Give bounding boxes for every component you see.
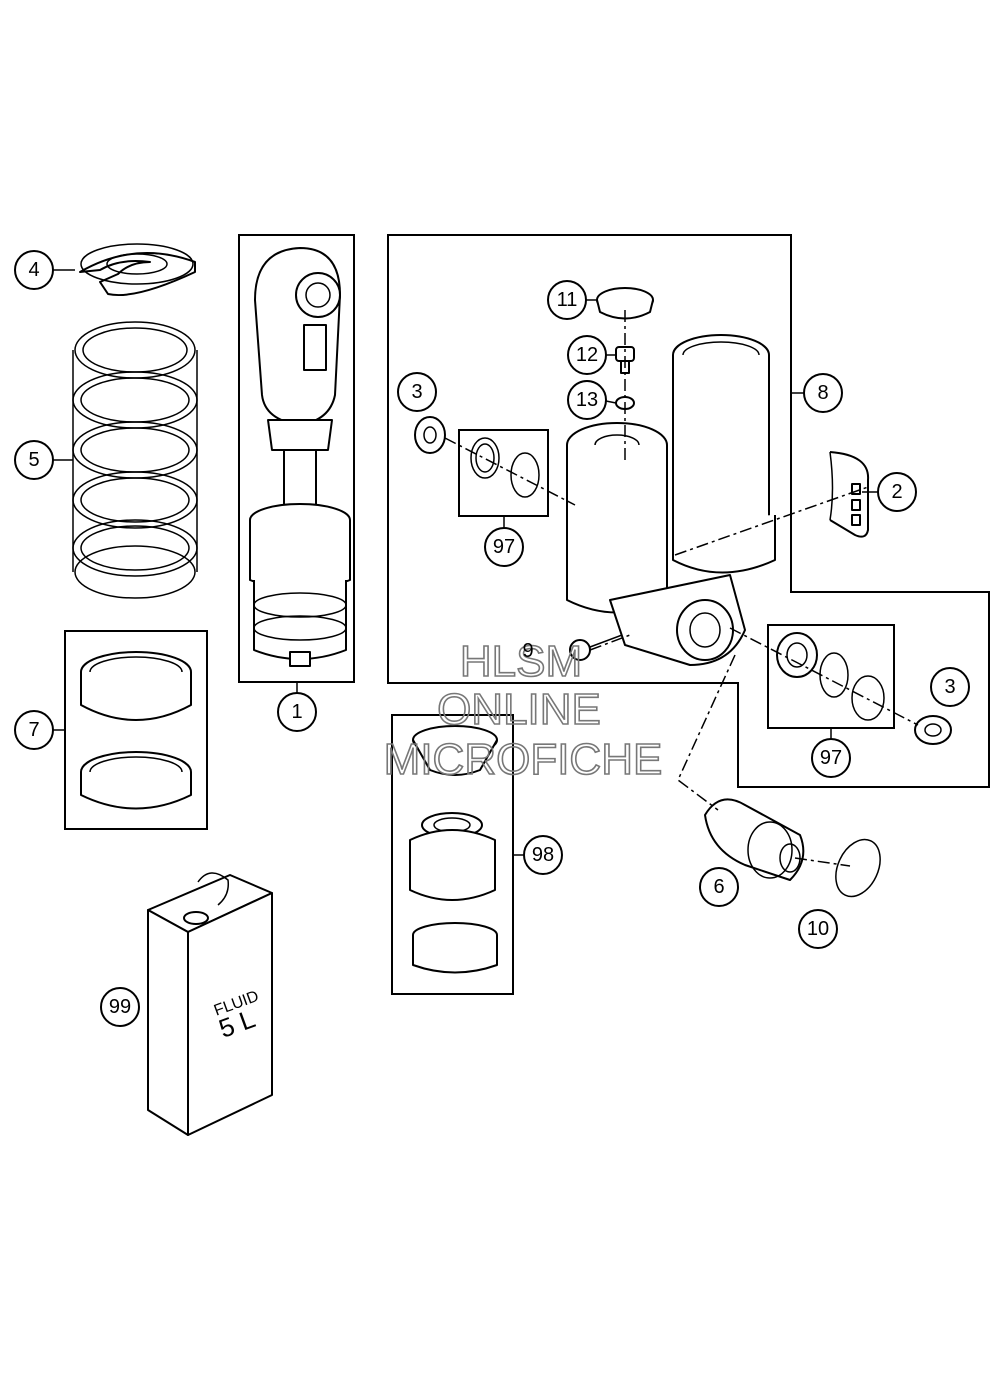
coil-spring-part-5	[72, 321, 198, 599]
svg-text:3: 3	[411, 381, 422, 403]
svg-text:99: 99	[109, 996, 131, 1018]
bearing-part-97-right	[776, 632, 885, 721]
callout-97-right: 97	[811, 738, 851, 778]
callout-3-left: 3	[397, 372, 437, 412]
spring-retainer-part-4	[79, 243, 196, 297]
svg-text:2: 2	[891, 481, 902, 503]
callout-99: 99	[100, 987, 140, 1027]
callout-12: 12	[567, 335, 607, 375]
callout-97-left: 97	[484, 527, 524, 567]
svg-text:98: 98	[532, 844, 554, 866]
svg-text:13: 13	[576, 389, 598, 411]
o-ring-part-10	[835, 838, 881, 898]
dash-line-10	[794, 857, 851, 867]
callout-10: 10	[798, 909, 838, 949]
fluid-can-part-99	[147, 872, 273, 1136]
svg-text:9: 9	[522, 640, 533, 662]
svg-text:1: 1	[291, 701, 302, 723]
callout-6: 6	[699, 867, 739, 907]
callout-2: 2	[877, 472, 917, 512]
callout-4: 4	[14, 250, 54, 290]
svg-text:8: 8	[817, 382, 828, 404]
dash-line-2	[674, 486, 869, 556]
dash-line-9	[589, 634, 631, 651]
callout-3-right: 3	[930, 667, 970, 707]
svg-text:10: 10	[807, 918, 829, 940]
svg-text:12: 12	[576, 344, 598, 366]
svg-text:4: 4	[28, 259, 39, 281]
bump-stop-kit-part-98	[409, 725, 498, 974]
group-box-97-left	[458, 429, 549, 517]
shock-damper-part-1	[249, 247, 351, 667]
callout-5: 5	[14, 440, 54, 480]
leader-13	[605, 400, 617, 404]
svg-text:6: 6	[713, 876, 724, 898]
svg-text:97: 97	[493, 536, 515, 558]
callout-9: 9	[522, 640, 533, 662]
svg-text:3: 3	[944, 676, 955, 698]
group-box-8	[387, 234, 990, 788]
callout-1: 1	[277, 692, 317, 732]
bushing-part-3-left	[414, 416, 446, 454]
dash-line-3-right	[729, 627, 919, 726]
svg-text:7: 7	[28, 719, 39, 741]
watermark-line-3: MICROFICHE	[384, 735, 663, 784]
reservoir-cap-part-11	[596, 287, 654, 320]
callout-7: 7	[14, 710, 54, 750]
adjuster-part-6	[704, 798, 805, 881]
dash-line-6	[677, 654, 736, 811]
dash-line-3-left	[444, 437, 576, 506]
callout-98: 98	[523, 835, 563, 875]
svg-text:97: 97	[820, 747, 842, 769]
bushing-part-3-right	[914, 715, 952, 745]
callout-11: 11	[547, 280, 587, 320]
seal-kit-part-97-left	[470, 437, 540, 498]
svg-text:5: 5	[28, 449, 39, 471]
watermark-line-1: HLSM	[460, 637, 582, 686]
watermark-line-2: ONLINE	[437, 685, 601, 734]
callout-8: 8	[803, 373, 843, 413]
svg-text:11: 11	[557, 289, 578, 311]
adjusting-nuts-part-7	[80, 651, 192, 810]
reservoir-body-part-8	[566, 334, 776, 666]
callout-13: 13	[567, 380, 607, 420]
